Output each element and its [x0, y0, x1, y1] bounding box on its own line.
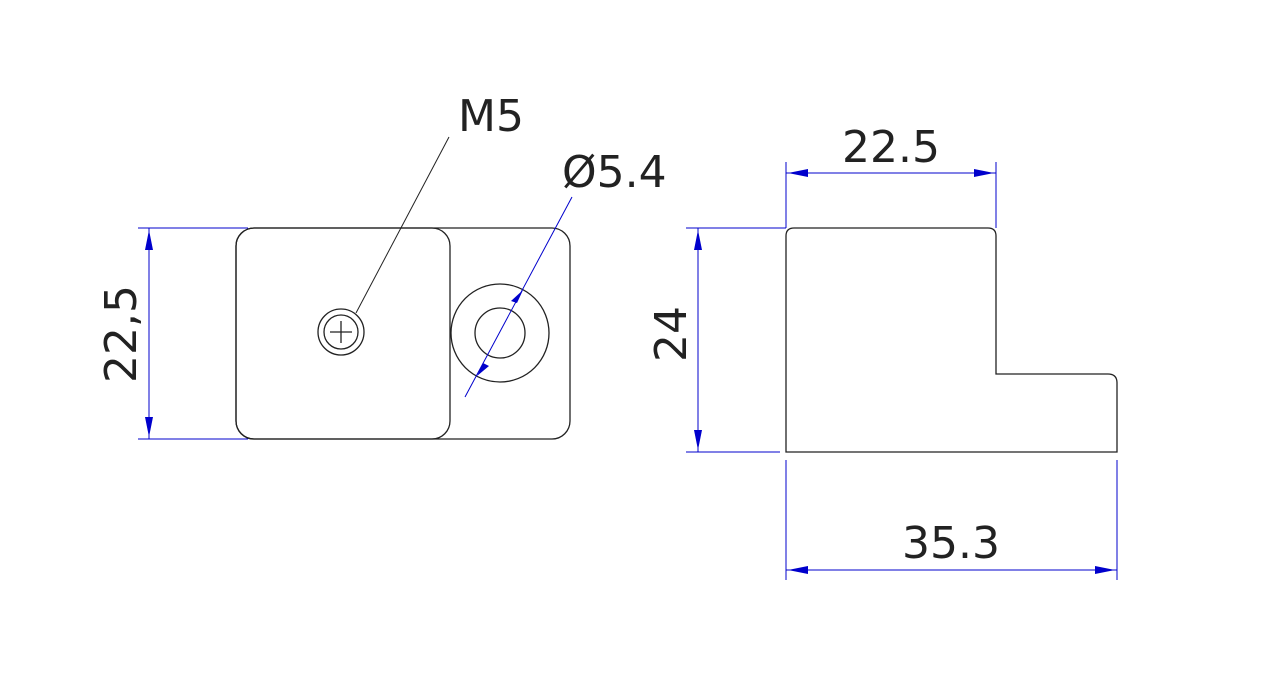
side-height-arrow-bottom	[694, 430, 702, 450]
side-total-width-arrow-left	[788, 566, 808, 574]
front-view-block	[235, 227, 451, 440]
side-top-width-arrow-left	[788, 169, 808, 177]
side-view-profile	[785, 227, 1118, 453]
screw-icon	[317, 308, 365, 356]
front-view-outer-body	[235, 227, 571, 440]
hole-icon	[450, 283, 550, 383]
front-height-arrow-top	[145, 230, 153, 250]
hole-diameter-arrow-top	[511, 290, 523, 303]
side-top-width-label: 22.5	[842, 122, 940, 173]
side-total-width-label: 35.3	[902, 518, 1000, 569]
side-total-width-arrow-right	[1095, 566, 1115, 574]
thread-label: M5	[458, 91, 524, 142]
hole-diameter-label: Ø5.4	[562, 147, 667, 198]
thread-leader-line	[355, 136, 450, 314]
side-top-width-arrow-right	[974, 169, 994, 177]
front-height-label: 22,5	[96, 285, 147, 383]
hole-diameter-arrow-bottom	[477, 363, 489, 376]
side-view	[686, 162, 1118, 580]
side-height-arrow-top	[694, 230, 702, 250]
front-view	[138, 136, 573, 440]
front-height-arrow-bottom	[145, 417, 153, 437]
side-height-label: 24	[646, 306, 697, 362]
